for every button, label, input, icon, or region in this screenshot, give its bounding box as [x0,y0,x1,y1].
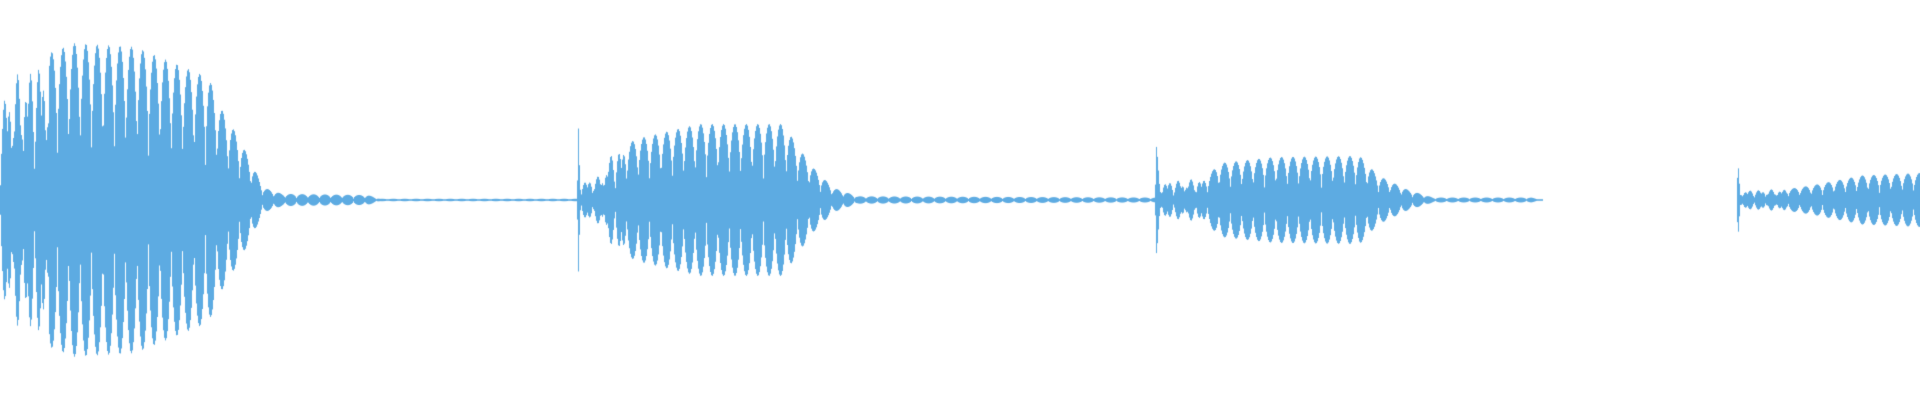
waveform-view [0,0,1920,400]
audio-waveform [0,0,1920,400]
